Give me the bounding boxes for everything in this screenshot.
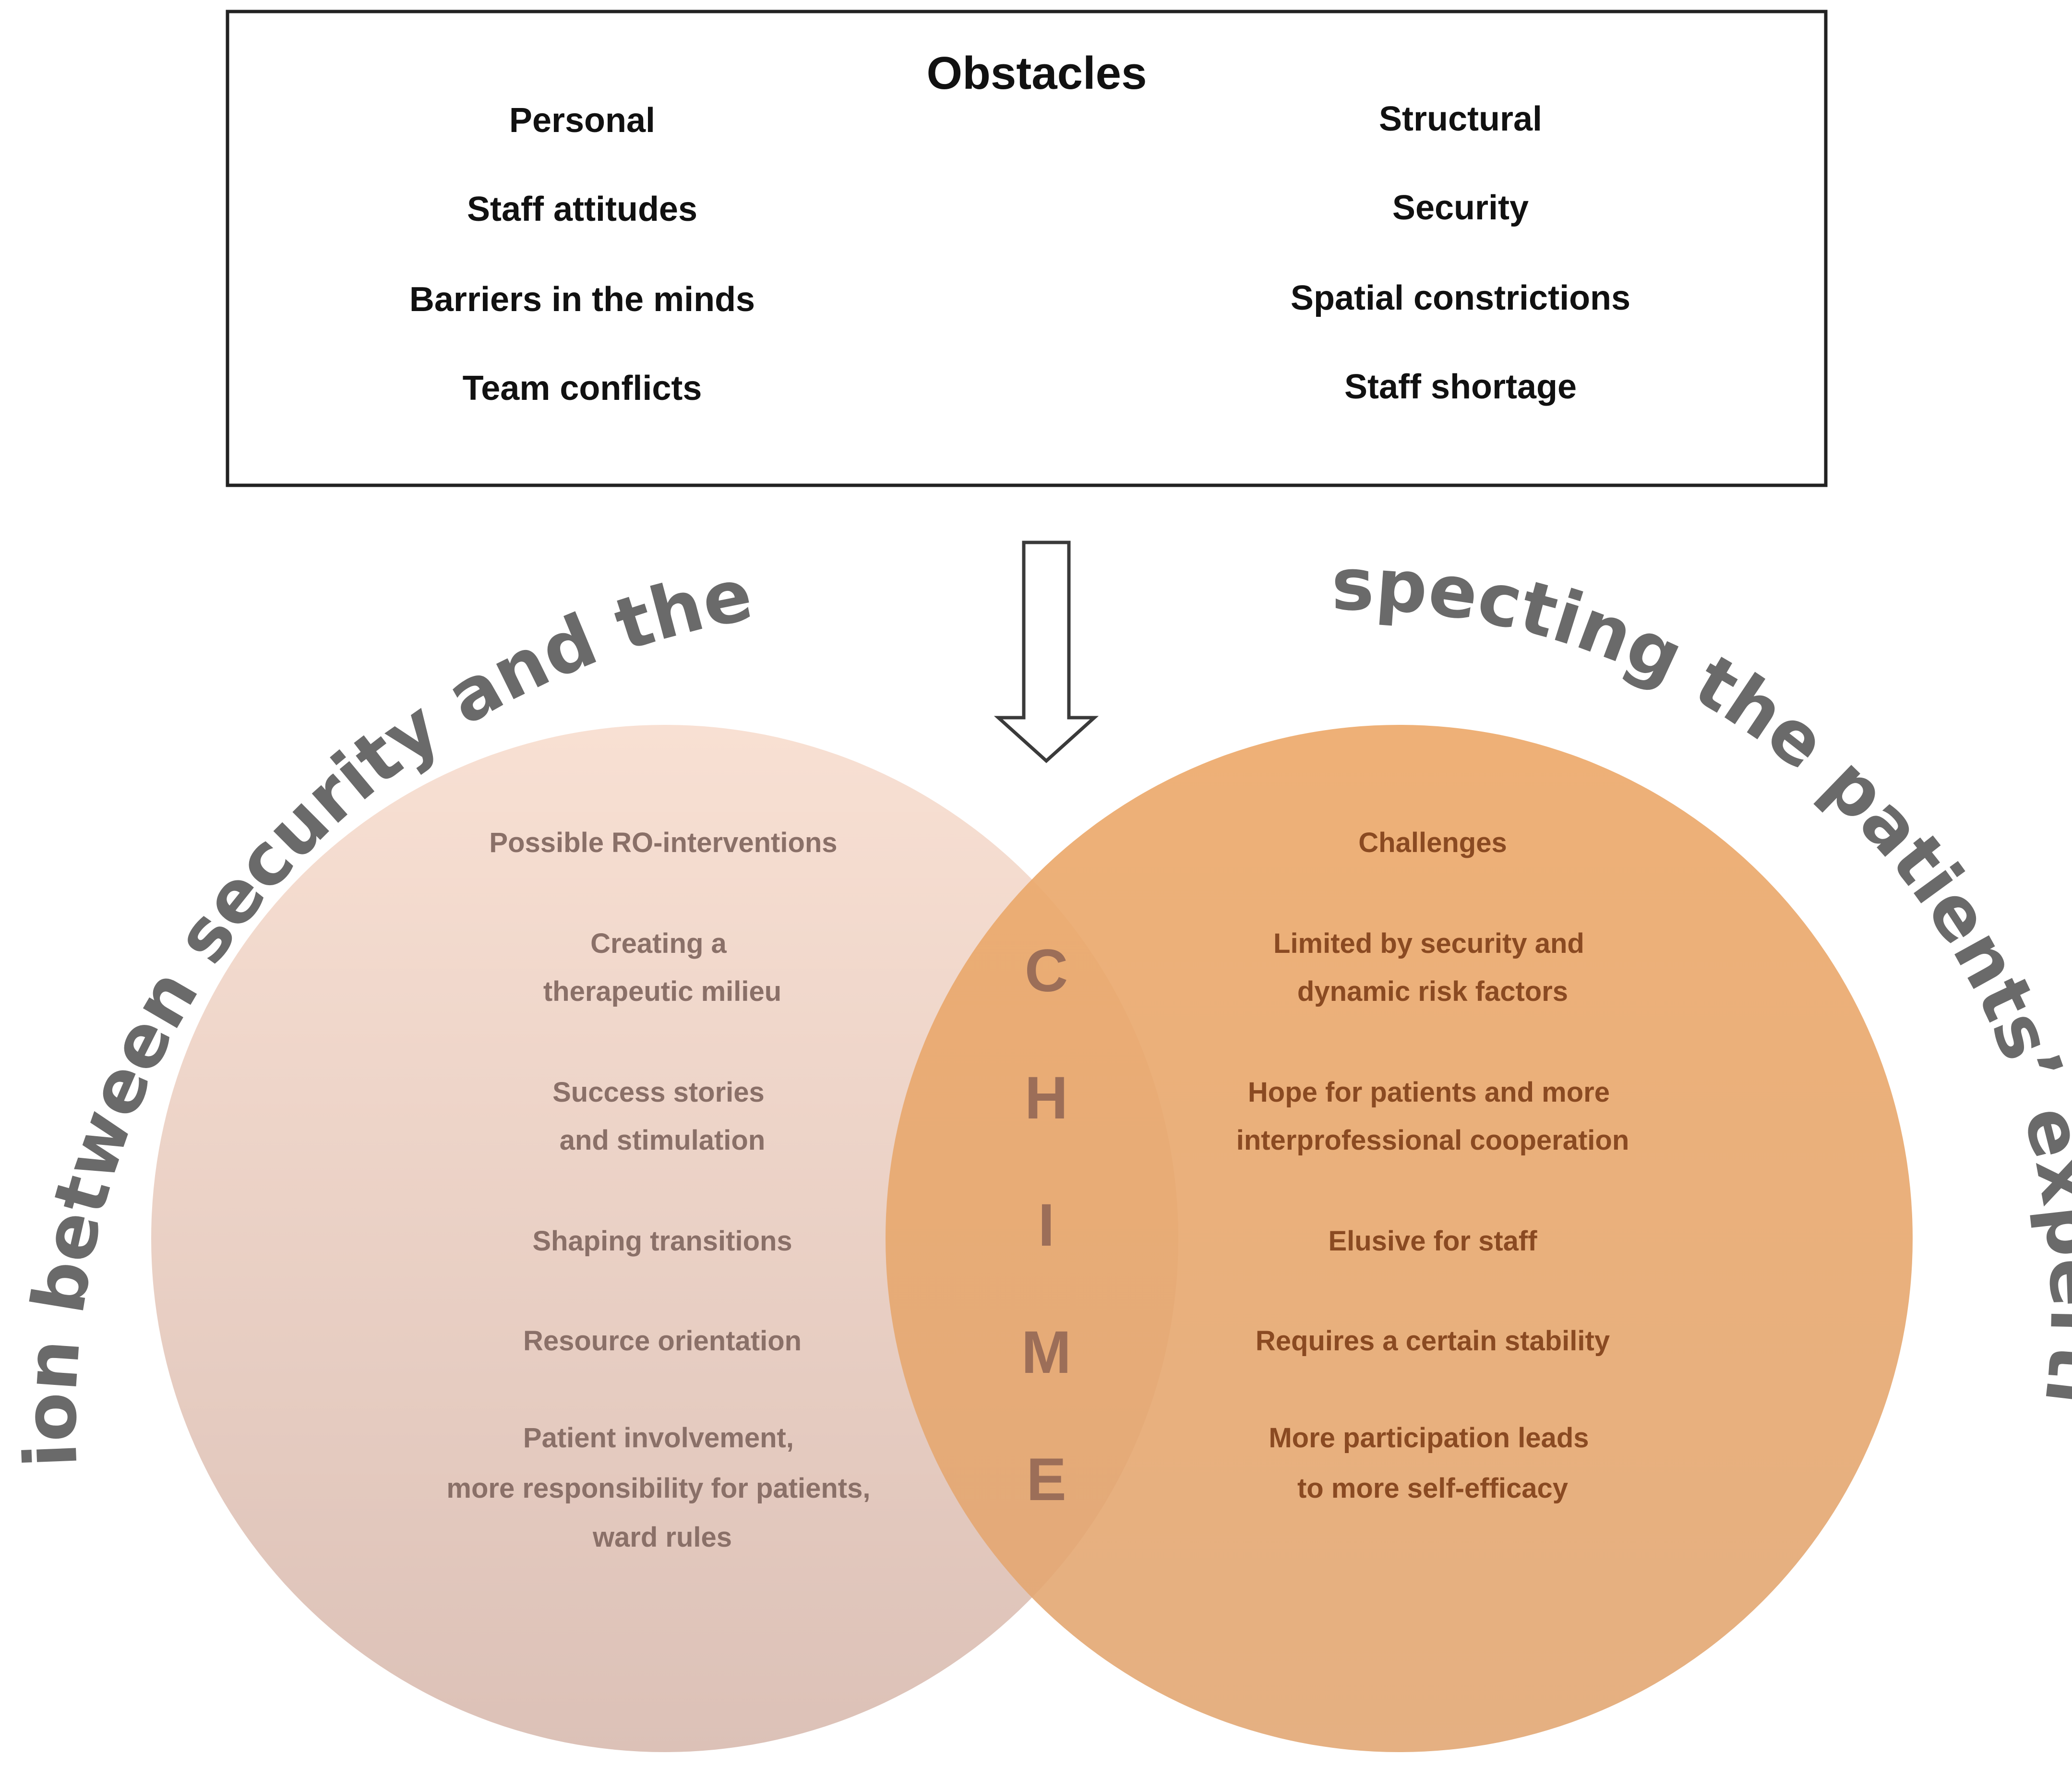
right-circle-item: More participation leads to more self-ef… — [1269, 1422, 1596, 1504]
right-circle-item: Hope for patients and more interprofessi… — [1236, 1077, 1629, 1156]
left-circle-item: Patient involvement, more responsibility… — [446, 1422, 878, 1553]
left-circle-item: Resource orientation — [523, 1325, 802, 1357]
left-circle — [151, 725, 1178, 1752]
structural-item: Security — [1392, 189, 1529, 227]
personal-item: Team conflicts — [463, 369, 702, 408]
right-circle-item: Elusive for staff — [1328, 1226, 1537, 1257]
personal-item: Barriers in the minds — [409, 280, 755, 319]
personal-heading: Personal — [509, 101, 655, 140]
right-circle-heading: Challenges — [1358, 827, 1507, 858]
chime-letter: M — [1021, 1319, 1071, 1386]
left-circle-item: Creating a therapeutic milieu — [543, 928, 781, 1007]
right-circle-item: Limited by security and dynamic risk fac… — [1273, 928, 1592, 1007]
personal-item: Staff attitudes — [467, 190, 697, 228]
left-circle-item: Success stories and stimulation — [552, 1077, 772, 1156]
chime-letter: I — [1038, 1192, 1055, 1259]
obstacles-title: Obstacles — [927, 48, 1147, 99]
structural-item: Spatial constrictions — [1291, 279, 1630, 317]
structural-heading: Structural — [1379, 100, 1542, 138]
down-arrow-icon — [994, 541, 1099, 763]
left-circle-item: Shaping transitions — [532, 1226, 792, 1257]
chime-letter: H — [1025, 1065, 1068, 1131]
structural-item: Staff shortage — [1344, 368, 1577, 406]
obstacles-box — [226, 10, 1828, 487]
right-circle-item: Requires a certain stability — [1256, 1325, 1610, 1357]
chime-letter: E — [1026, 1446, 1066, 1513]
left-circle-heading: Possible RO-interventions — [489, 827, 837, 858]
chime-letter: C — [1025, 938, 1068, 1004]
right-circle — [886, 725, 1913, 1752]
